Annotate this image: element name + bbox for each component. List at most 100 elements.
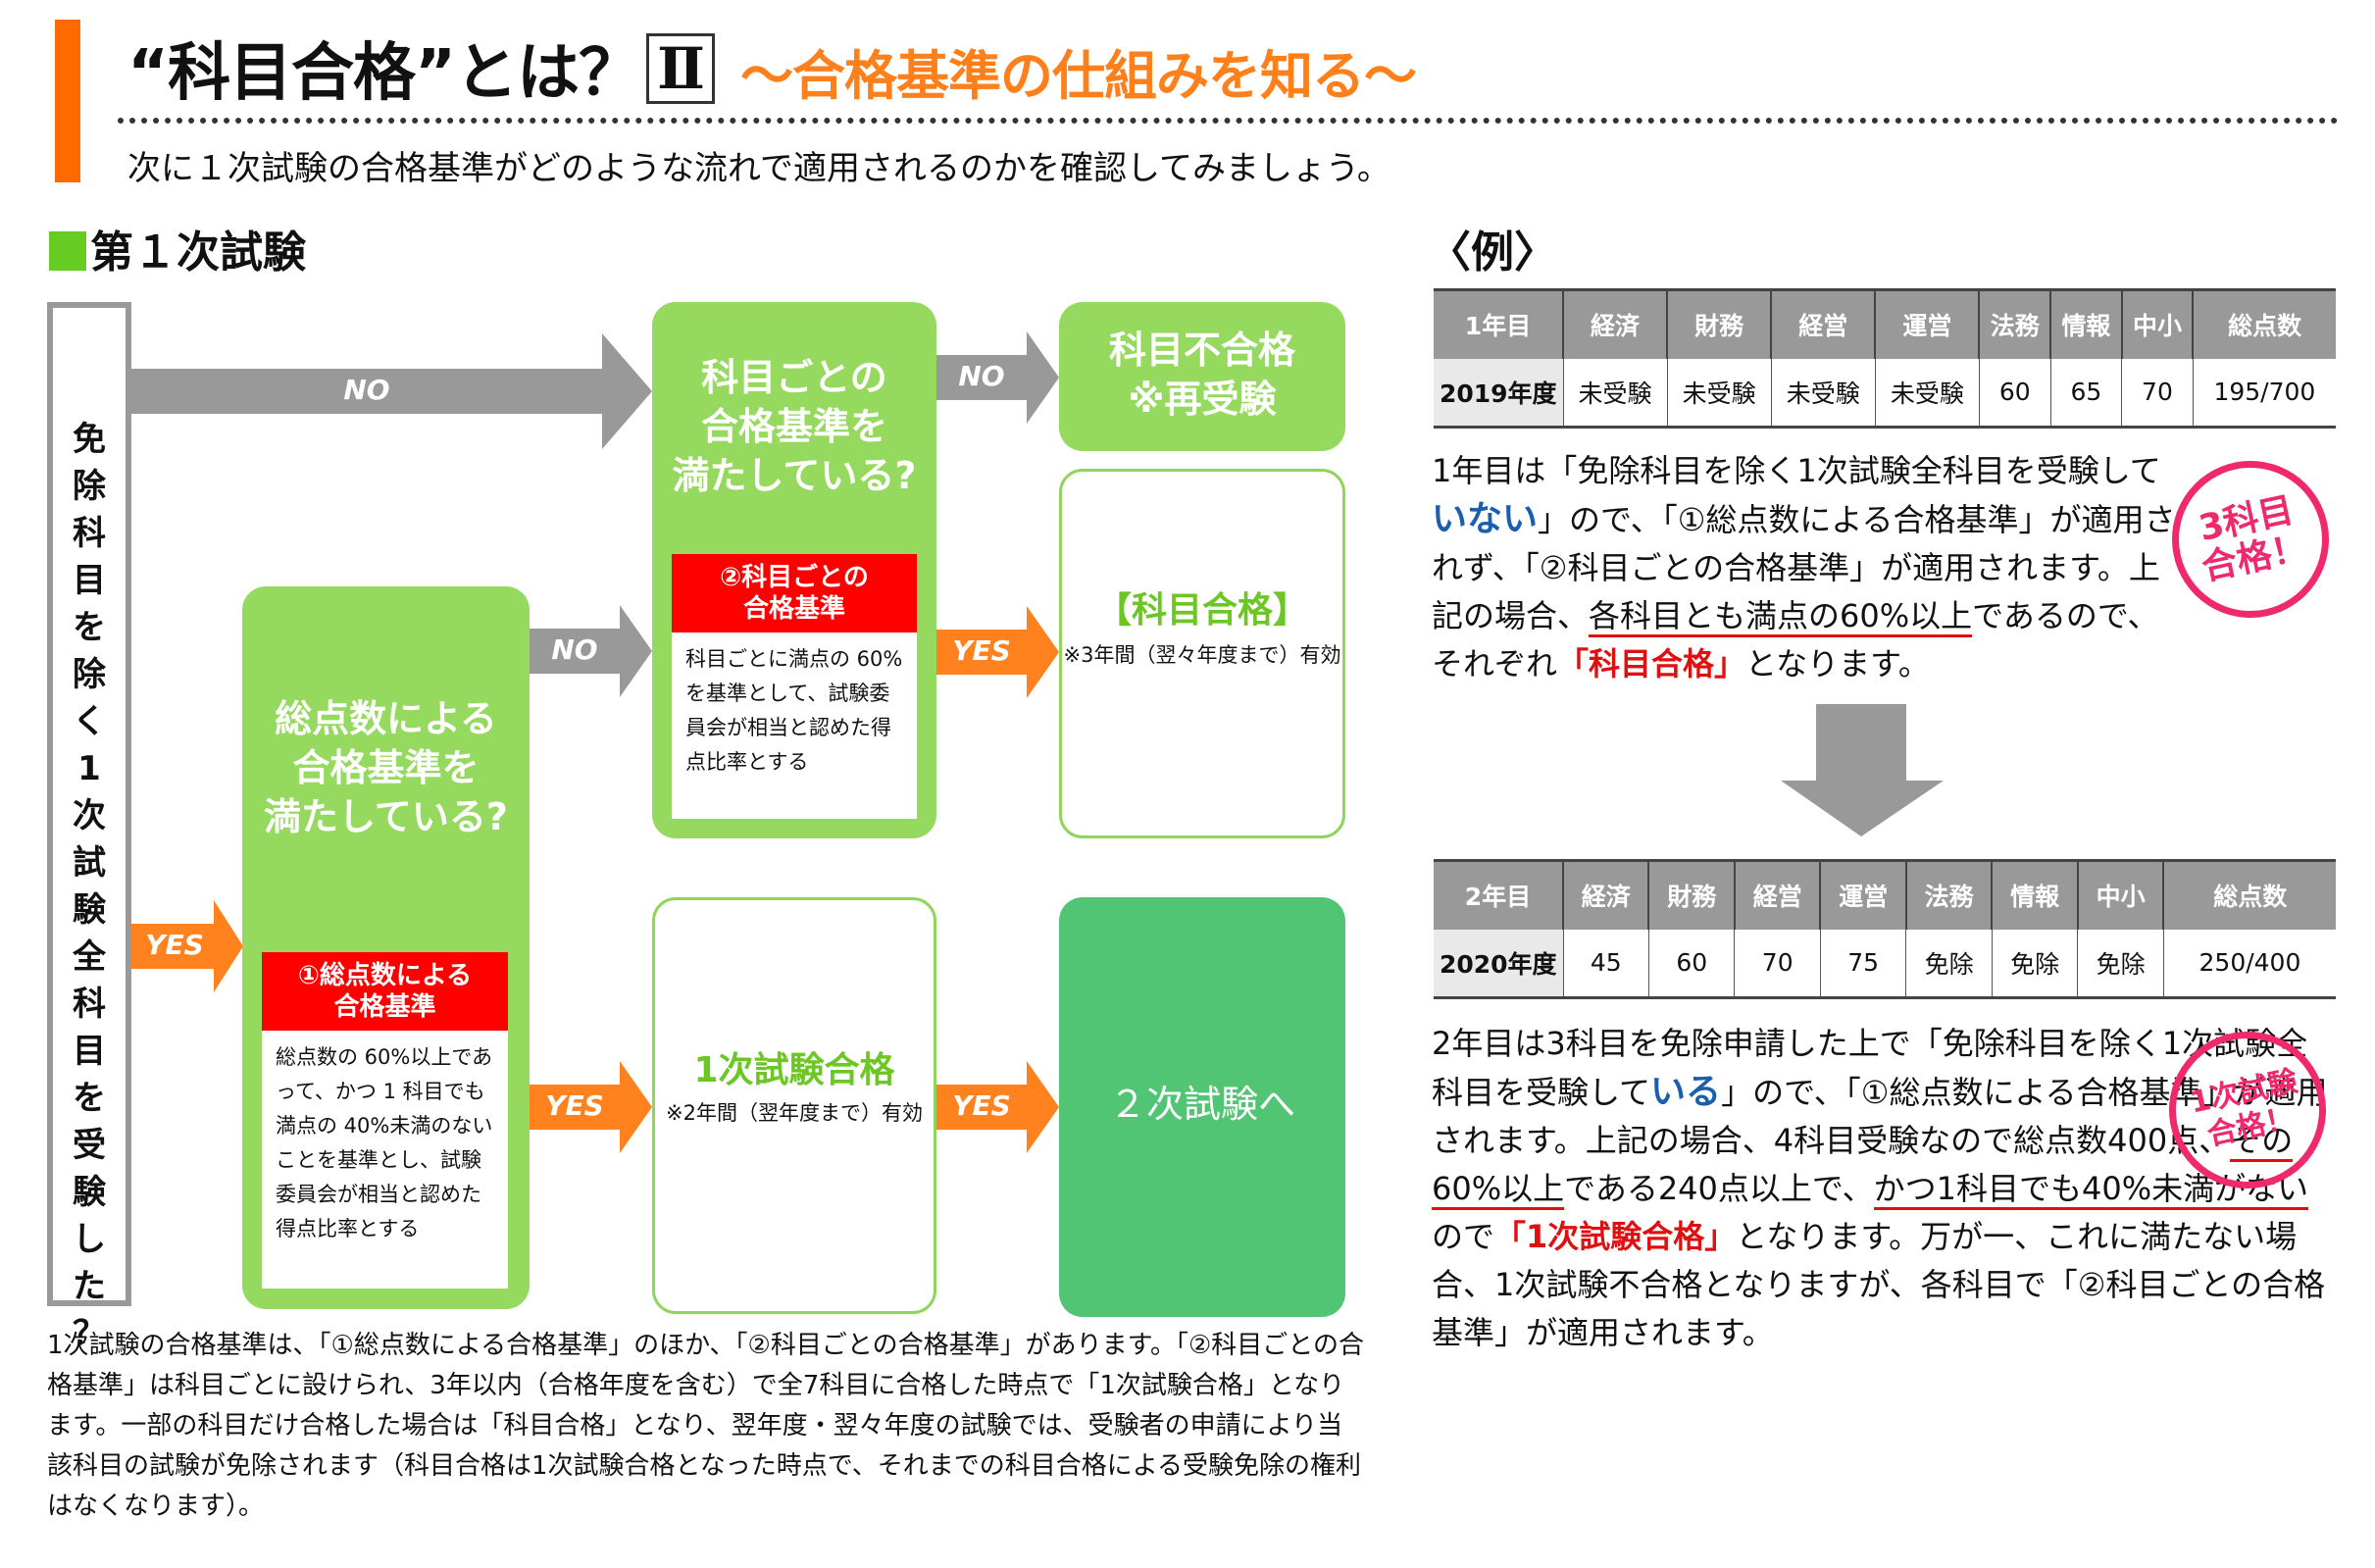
table-cell: 65 [2049,358,2122,429]
table-header-cell: 運営 [1819,859,1906,930]
vertical-char: し [73,1220,106,1259]
question-line: 科目ごとの [701,356,887,399]
stamp-3-subjects-pass: 3科目 合格！ [2157,446,2344,632]
table-cell: 未受験 [1562,358,1668,429]
criterion-body: 科目ごとに満点の 60%を基準として、試験委員会が相当と認めた得点比率とする [685,647,903,774]
table-header-cell: 中小 [2120,288,2194,359]
question-line: 満たしている? [264,795,508,838]
fail-line: ※再受験 [1128,378,1277,421]
emphasis-text: いない [1432,499,1539,539]
table-header-cell: 2年目 [1434,859,1563,930]
table-cell: 免除 [1905,929,1993,999]
table-cell: 75 [1819,929,1906,999]
vertical-char: 試 [73,843,106,883]
table-cell: 60 [1647,929,1735,999]
question-line: 合格基準を [700,405,887,448]
text-run: 」ので、「①総点数による合格基準」が適用されず、「②科目ごとの合格基準」が適用さ… [1432,501,2176,634]
vertical-char: た [73,1267,106,1306]
first-exam-pass-title: 1次試験合格 [693,1050,895,1090]
lead-text: 次に１次試験の合格基準がどのような流れで適用されるのかを確認してみましょう。 [127,149,1390,188]
title-subtitle: ～合格基準の仕組みを知る～ [740,45,1417,107]
table-header-cell: 財務 [1647,859,1735,930]
table-header-cell: 情報 [1991,859,2078,930]
highlight-text: 「科目合格」 [1557,645,1746,683]
table-header-cell: 総点数 [2162,859,2336,930]
arrow-label: YES [952,634,1011,667]
vertical-char: 除 [73,467,106,506]
arrow-total-no: NO [530,605,652,697]
text-run: となります。万が一、これに満たない場合、1次試験不合格となりますが、各科目で「②… [1432,1218,2326,1351]
criterion-title-line: 合格基準 [333,992,436,1022]
vertical-char: ？ [73,1314,106,1353]
table-cell: 45 [1562,929,1649,999]
vertical-char: 全 [73,937,106,977]
title-roman-numeral: Ⅱ [646,33,716,104]
subject-question-box: 科目ごとの 合格基準を 満たしている? ②科目ごとの 合格基準 科目ごとに満点の… [652,302,936,838]
table-cell: 免除 [1991,929,2078,999]
text-run: 」ので、「①総点数による合格基準」が適用されます。上記の場合、4科目受験なので総… [1432,1074,2328,1159]
table-cell: 未受験 [1770,358,1876,429]
arrow-label: NO [343,374,390,406]
subject-fail-text: 科目不合格 ※再受験 [1059,326,1345,424]
vertical-char: 1 [77,749,101,788]
subject-question: 科目ごとの 合格基準を 満たしている? [652,353,936,500]
table-cell: 60 [1978,358,2051,429]
vertical-char: 目 [73,561,106,600]
text-run: 1年目は「免除科目を除く1次試験全科目を受験して [1432,452,2161,489]
table-cell: 未受験 [1874,358,1980,429]
vertical-char: 科 [73,514,106,553]
emphasis-text: いる [1650,1072,1722,1112]
vertical-char: 除 [73,655,106,694]
table-cell: 195/700 [2192,358,2336,429]
text-run: である240点以上で、 [1564,1170,1874,1207]
criterion-body: 総点数の 60%以上であって、かつ 1 科目でも満点の 40%未満のないことを基… [276,1045,493,1240]
arrow-label: NO [551,633,598,666]
table-header-cell: 法務 [1978,288,2051,359]
section-heading: 第１次試験 [49,224,306,282]
green-square-icon [49,231,86,271]
table-header-cell: 法務 [1904,859,1993,930]
subject-pass-title: 【科目合格】 [1095,590,1308,631]
fail-line: 科目不合格 [1108,329,1295,372]
arrow-subject-no: NO [936,331,1059,424]
table-header-cell: 1年目 [1434,288,1563,359]
criterion-title: ②科目ごとの 合格基準 [672,554,917,632]
arrow-start-yes: YES [131,900,243,992]
subject-pass-note: ※3年間（翌々年度まで）有効 [1063,643,1341,667]
table-cell: 70 [2121,358,2194,429]
text-run: ので [1432,1218,1495,1255]
table-header-cell: 経営 [1770,288,1876,359]
table-row-header: 2020年度 [1434,929,1563,999]
arrow-label: NO [958,360,1005,392]
table-header-cell: 経済 [1561,288,1668,359]
underlined-text: 各科目とも満点の60%以上 [1589,597,1973,637]
vertical-char: 次 [73,796,106,835]
highlight-text: 「1次試験合格」 [1494,1218,1737,1255]
vertical-char: く [73,702,106,741]
year2-explanation: 2年目は3科目を免除申請した上で「免除科目を除く1次試験全科目を受験している」の… [1432,1020,2334,1357]
vertical-char: 験 [73,1173,106,1212]
first-exam-pass-box: 1次試験合格 ※2年間（翌年度まで）有効 [652,897,936,1314]
table-header-cell: 運営 [1874,288,1980,359]
table-header-cell: 総点数 [2192,288,2336,359]
table-header-cell: 経営 [1733,859,1821,930]
table-cell: 70 [1734,929,1821,999]
vertical-char: を [73,1079,106,1118]
criteria-footnote: 1次試験の合格基準は、「①総点数による合格基準」のほか、「②科目ごとの合格基準」… [47,1331,1365,1521]
underlined-text: その60%以上 [1432,1122,2294,1210]
year1-explanation: 1年目は「免除科目を除く1次試験全科目を受験していない」ので、「①総点数による合… [1432,447,2177,688]
subject-criterion: ②科目ごとの 合格基準 科目ごとに満点の 60%を基準として、試験委員会が相当と… [672,554,917,819]
accent-bar [55,20,80,182]
section-heading-label: 第１次試験 [90,228,306,278]
table-cell: 未受験 [1666,358,1772,429]
question-line: 総点数による [275,697,497,740]
down-arrow-icon [1781,704,1944,836]
arrow-subject-yes: YES [936,606,1059,698]
text-run: となります。 [1745,645,1930,683]
table-header-cell: 経済 [1561,859,1649,930]
example-heading: 〈例〉 [1428,228,1557,278]
table-row-header: 2019年度 [1434,358,1563,429]
